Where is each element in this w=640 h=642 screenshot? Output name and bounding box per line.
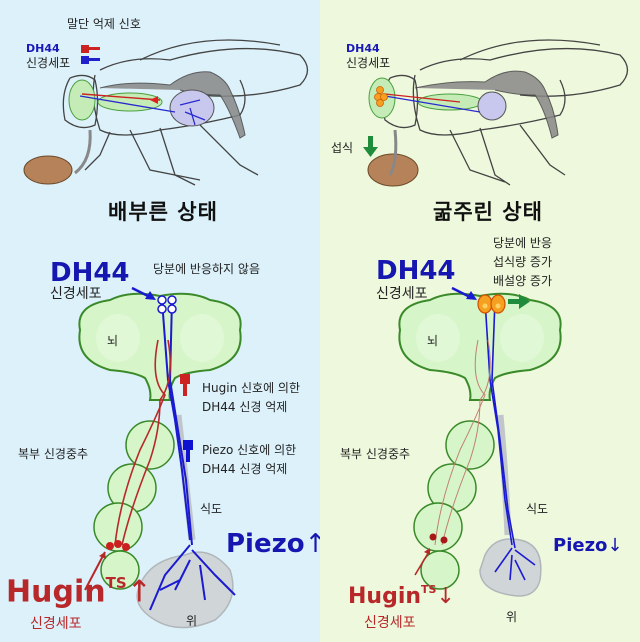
hugin-inhibition-icon xyxy=(180,374,190,396)
starved-hugin-label: HuginTS↓ xyxy=(348,583,455,609)
starved-esophagus-label: 식도 xyxy=(526,502,549,516)
hugin-axons xyxy=(434,339,491,546)
fly-outline xyxy=(382,39,629,186)
fed-stomach-label: 위 xyxy=(186,614,198,628)
fed-state-illustration xyxy=(23,39,309,629)
starved-hugin-neuron-label: 신경세포 xyxy=(364,615,416,631)
fed-hugin-label: HuginTS↑ xyxy=(6,574,152,610)
hugin-pointer-arrow xyxy=(84,551,106,591)
starved-dh44-neuron-label: 신경세포 xyxy=(376,286,428,302)
fed-vnc-label: 복부 신경중추 xyxy=(18,447,89,461)
starved-stomach-label: 위 xyxy=(506,610,518,624)
hugin-axons xyxy=(114,339,171,546)
red-inhibition-icon xyxy=(81,45,100,53)
hugin-pointer-arrow xyxy=(414,549,431,576)
fed-piezo-inhibit-line2: DH44 신경 억제 xyxy=(202,462,288,476)
dh44-axons xyxy=(149,299,236,611)
starved-dh44-label: DH44 xyxy=(376,256,456,286)
starved-response-line2: 섭식량 증가 xyxy=(493,255,553,269)
starved-piezo-label: Piezo↓ xyxy=(553,535,623,556)
fed-piezo-label: Piezo↑ xyxy=(226,529,327,559)
fed-piezo-inhibit-line1: Piezo 신호에 의한 xyxy=(202,443,297,457)
food-blob xyxy=(23,155,73,185)
fly-crop xyxy=(477,91,507,121)
starved-state-title: 굶주린 상태 xyxy=(433,200,543,224)
green-right-arrow-icon xyxy=(508,294,530,309)
fed-fly-neuron-label: 신경세포 xyxy=(26,56,71,70)
starved-state-panel: DH44 신경세포 섭식 굶주린 상태 DH44 신경세포 당분에 반응 섭식량… xyxy=(320,0,640,642)
fed-dh44-label: DH44 xyxy=(50,258,130,288)
fly-dh44-cells xyxy=(374,86,388,107)
fly-crop xyxy=(169,89,215,127)
fed-fly-dh44-label: DH44 xyxy=(26,42,60,55)
fly-outline xyxy=(62,39,309,186)
fed-hugin-inhibit-line2: DH44 신경 억제 xyxy=(202,400,288,414)
starved-response-line1: 당분에 반응 xyxy=(493,236,553,250)
fed-hugin-neuron-label: 신경세포 xyxy=(30,616,82,632)
piezo-inhibition-icon xyxy=(183,440,193,462)
fed-dh44-neuron-label: 신경세포 xyxy=(50,286,102,302)
starved-feeding-label: 섭식 xyxy=(331,141,354,155)
starved-response-line3: 배설양 증가 xyxy=(493,274,553,288)
fly-brain xyxy=(68,79,96,121)
fed-hugin-inhibit-line1: Hugin 신호에 의한 xyxy=(202,381,301,395)
hugin-cell-bodies xyxy=(429,533,448,544)
fly-gut xyxy=(414,70,559,139)
starved-vnc-label: 복부 신경중추 xyxy=(340,447,411,461)
starved-fly-dh44-label: DH44 xyxy=(346,42,380,55)
fly-gut xyxy=(99,71,246,139)
fed-signal-title: 말단 억제 신호 xyxy=(67,17,141,31)
green-down-arrow-icon xyxy=(363,136,378,157)
fed-esophagus-label: 식도 xyxy=(200,502,223,516)
dh44-axons xyxy=(484,299,536,581)
fed-state-panel: 말단 억제 신호 DH44 신경세포 배부른 상태 DH44 신경세포 당분에 … xyxy=(0,0,326,642)
fed-brain-label: 뇌 xyxy=(107,334,119,348)
blue-inhibition-icon xyxy=(81,56,100,64)
starved-fly-neuron-label: 신경세포 xyxy=(346,56,391,70)
starved-brain-label: 뇌 xyxy=(427,334,439,348)
hugin-cell-bodies xyxy=(106,540,130,551)
fed-state-title: 배부른 상태 xyxy=(108,200,218,224)
starved-state-illustration xyxy=(363,39,629,597)
fed-response-text: 당분에 반응하지 않음 xyxy=(153,262,260,276)
